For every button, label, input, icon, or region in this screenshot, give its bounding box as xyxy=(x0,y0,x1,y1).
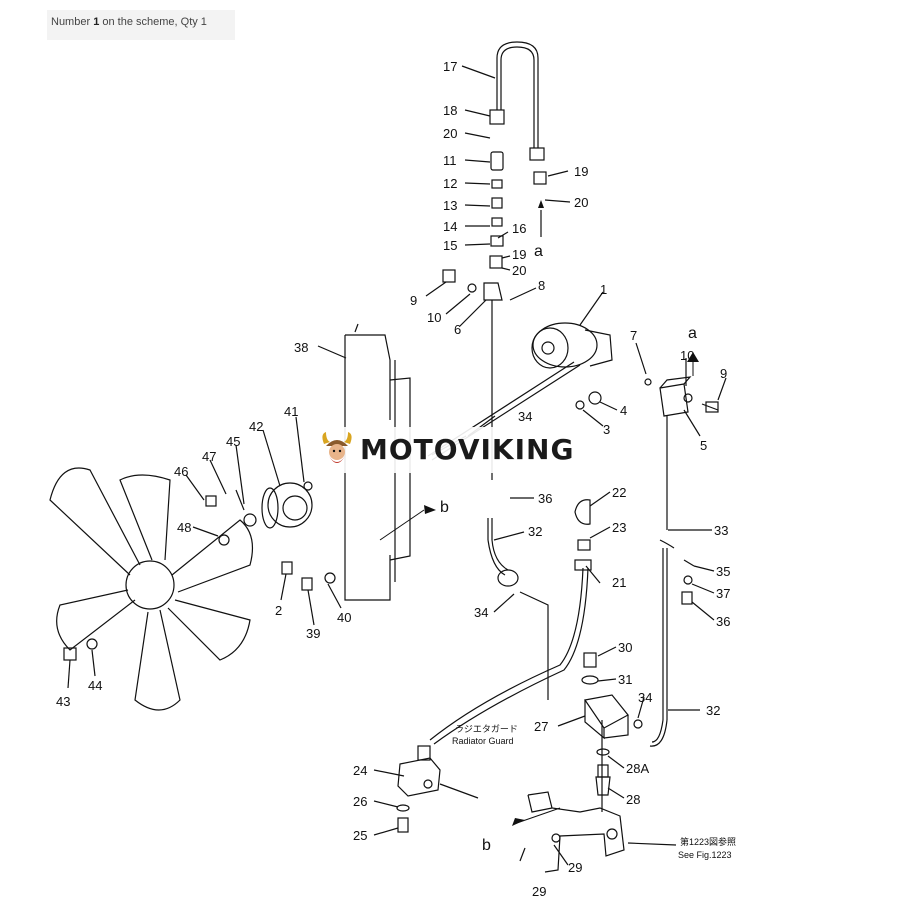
label-28A: 28A xyxy=(626,761,649,776)
fan-hub-43 xyxy=(267,482,313,528)
label-13: 13 xyxy=(443,198,457,213)
shroud-39 xyxy=(345,334,391,420)
label-29: 29 xyxy=(532,884,546,899)
note-radiator-guard-jp: ラジエタガード xyxy=(455,724,518,734)
label-40: 39 xyxy=(306,626,320,641)
label-35-b: 34 xyxy=(474,605,488,620)
label-37-b: 36 xyxy=(716,614,730,629)
label-18: 18 xyxy=(443,103,457,118)
label-34: 33 xyxy=(714,523,728,538)
label-41: 40 xyxy=(337,610,351,625)
label-35-c: 34 xyxy=(638,690,652,705)
label-48: 47 xyxy=(202,449,216,464)
label-1: 1 xyxy=(600,282,607,297)
pump-1 xyxy=(532,322,598,368)
label-31: 30 xyxy=(618,640,632,655)
label-2: 2 xyxy=(275,603,282,618)
fan-blades xyxy=(49,467,253,711)
bracket-24 xyxy=(397,757,441,797)
label-3: 3 xyxy=(603,422,610,437)
label-46: 45 xyxy=(226,434,240,449)
ref-b-bottom: b xyxy=(482,837,491,854)
note-see-fig: See Fig.1223 xyxy=(678,850,732,860)
label-43: 42 xyxy=(249,419,263,434)
watermark-text: MOTOVIKING xyxy=(360,433,575,466)
label-19-b: 19 xyxy=(574,164,588,179)
label-30: 29 xyxy=(568,860,582,875)
label-32: 31 xyxy=(618,672,632,687)
label-23: 23 xyxy=(612,520,626,535)
label-25: 25 xyxy=(353,828,367,843)
ref-a-top: a xyxy=(534,243,543,260)
caption: Number 1 on the scheme, Qty 1 xyxy=(51,16,207,28)
label-27: 27 xyxy=(534,719,548,734)
caption-suffix: on the scheme, Qty 1 xyxy=(99,16,207,28)
label-6: 6 xyxy=(454,322,461,337)
label-8: 8 xyxy=(538,278,545,293)
block-5 xyxy=(659,383,689,417)
label-44: 43 xyxy=(56,694,70,709)
label-24: 24 xyxy=(353,763,367,778)
label-42: 41 xyxy=(284,404,298,419)
label-21: 21 xyxy=(612,575,626,590)
caption-prefix: Number xyxy=(51,16,94,28)
label-20-b: 20 xyxy=(512,263,526,278)
label-10-b: 10 xyxy=(680,348,694,363)
label-26: 26 xyxy=(353,794,367,809)
viking-head-icon xyxy=(322,432,352,463)
label-12: 12 xyxy=(443,176,457,191)
label-39: 38 xyxy=(294,340,308,355)
label-19-a: 19 xyxy=(512,247,526,262)
label-38: 37 xyxy=(716,586,730,601)
label-33-a: 32 xyxy=(528,524,542,539)
watermark: MOTOVIKING xyxy=(314,427,586,473)
label-45: 44 xyxy=(88,678,102,693)
label-20-a: 20 xyxy=(443,126,457,141)
label-14: 14 xyxy=(443,219,457,234)
label-9-b: 9 xyxy=(720,366,727,381)
label-28: 28 xyxy=(626,792,640,807)
label-9-a: 9 xyxy=(410,293,417,308)
label-11: 11 xyxy=(443,153,457,168)
ref-a-right: a xyxy=(688,325,697,342)
label-35-a: 34 xyxy=(518,409,532,424)
label-33-b: 32 xyxy=(706,703,720,718)
label-22: 22 xyxy=(612,485,626,500)
note-see-fig-jp: 第1223図参照 xyxy=(680,836,736,847)
caption-box: Number 1 on the scheme, Qty 1 xyxy=(47,10,235,40)
hose-17 xyxy=(496,41,539,148)
label-10-a: 10 xyxy=(427,310,441,325)
label-5: 5 xyxy=(700,438,707,453)
block-27 xyxy=(583,694,629,729)
label-7: 7 xyxy=(630,328,637,343)
label-20-c: 20 xyxy=(574,195,588,210)
label-49: 48 xyxy=(177,520,191,535)
label-15: 15 xyxy=(443,238,457,253)
label-47: 46 xyxy=(174,464,188,479)
label-17: 17 xyxy=(443,59,457,74)
label-36: 35 xyxy=(716,564,730,579)
label-16: 16 xyxy=(512,221,526,236)
label-37-a: 36 xyxy=(538,491,552,506)
ref-b-middle: b xyxy=(440,499,449,516)
bracket xyxy=(527,791,625,873)
label-4: 4 xyxy=(620,403,627,418)
note-radiator-guard: Radiator Guard xyxy=(452,736,514,746)
caption-number: 1 xyxy=(93,16,100,28)
